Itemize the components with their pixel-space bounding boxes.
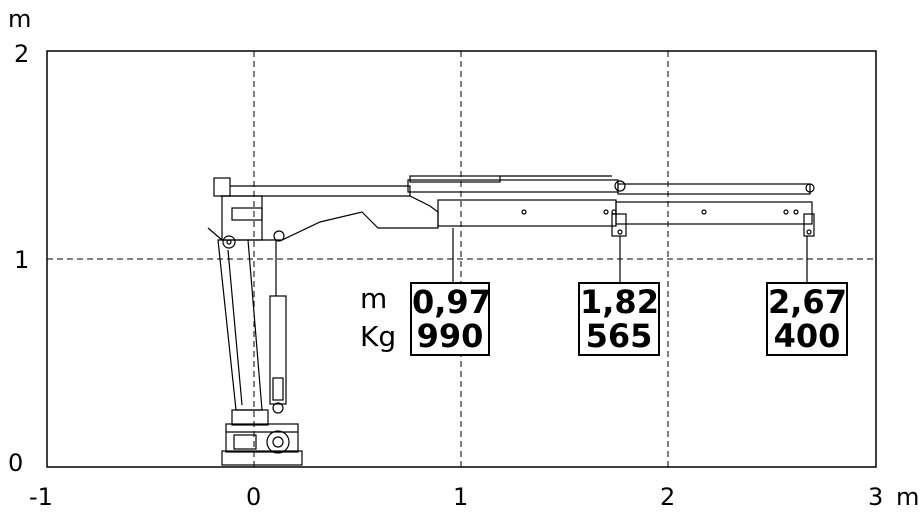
crane-drawing bbox=[207, 175, 815, 466]
load-box-1: 0,97 990 bbox=[410, 282, 491, 356]
x-tick-label: 1 bbox=[453, 483, 469, 511]
load-box-distance: 0,97 bbox=[412, 283, 491, 321]
load-box-distance: 2,67 bbox=[768, 283, 847, 321]
load-box-3: 2,67 400 bbox=[766, 282, 848, 356]
load-row-label: Kg bbox=[360, 320, 397, 353]
load-box-2: 1,82 565 bbox=[578, 282, 660, 356]
load-box-distance: 1,82 bbox=[580, 283, 659, 321]
x-tick-label: -1 bbox=[29, 483, 53, 511]
y-tick-label: 0 bbox=[8, 449, 24, 477]
y-tick-label: 1 bbox=[14, 246, 30, 274]
x-tick-label: 3 bbox=[868, 483, 884, 511]
load-box-load: 400 bbox=[773, 317, 841, 355]
x-tick-label: 0 bbox=[246, 483, 262, 511]
distance-row-label: m bbox=[360, 282, 388, 315]
x-axis-unit: m bbox=[896, 483, 920, 511]
load-box-load: 565 bbox=[585, 317, 653, 355]
y-tick-label: 2 bbox=[14, 40, 30, 68]
load-box-load: 990 bbox=[416, 317, 484, 355]
y-axis-unit: m bbox=[8, 5, 32, 33]
x-tick-label: 2 bbox=[660, 483, 676, 511]
